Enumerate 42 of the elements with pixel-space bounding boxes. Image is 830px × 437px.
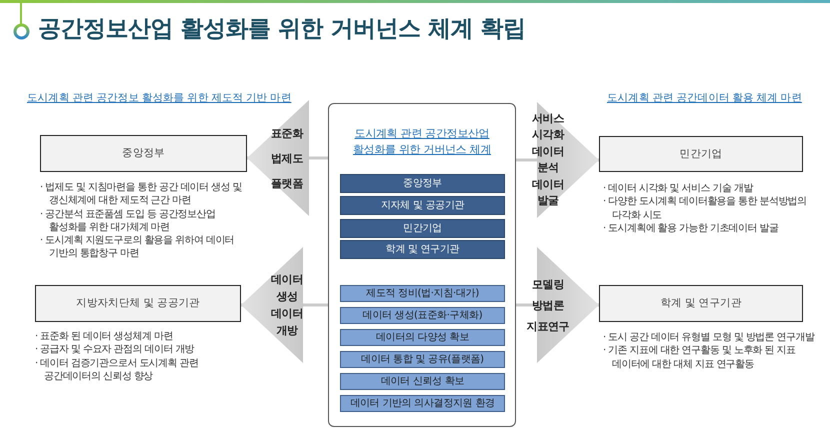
org-card — [40, 135, 247, 172]
edge-label: 모델링 방법론 지표연구 — [526, 276, 570, 334]
strategy-item: 데이터 통합 및 공유(플랫폼) — [340, 351, 505, 368]
chevron-arrow — [247, 100, 328, 216]
bullet-text: · 도시계획에 활용 가능한 기초데이터 발굴 — [603, 222, 780, 236]
org-name: 학계 및 연구기관 — [660, 297, 742, 310]
strategy-item: 제도적 정비(법·지침·대가) — [340, 285, 505, 302]
org-card — [599, 136, 803, 172]
org-card — [35, 285, 241, 322]
section-heading: 도시계획 관련 공간데이터 활용 체계 마련 — [607, 91, 802, 105]
edge-label: 데이터 생성 데이터 개방 — [270, 272, 304, 339]
stakeholder-item: 지자체 및 공공기관 — [340, 196, 505, 215]
page-title: 공간정보산업 활성화를 위한 거버넌스 체계 확립 — [38, 15, 526, 44]
bullet-text: · 데이터 시각화 및 서비스 기술 개발 — [603, 182, 754, 196]
org-name: 지방자치단체 및 공공기관 — [76, 297, 200, 310]
bullet-text: · 공간분석 표준품셈 도입 등 공간정보산업 활성화를 위한 대가체계 마련 — [40, 208, 216, 234]
strategy-item: 데이터 신뢰성 확보 — [340, 373, 505, 390]
stakeholder-item: 학계 및 연구기관 — [340, 240, 505, 259]
governance-panel — [328, 103, 516, 427]
org-name: 중앙정부 — [122, 147, 165, 160]
bullet-text: · 법제도 및 지침마련을 통한 공간 데이터 생성 및 갱신체계에 대한 제도적 근간 마련 — [40, 181, 243, 208]
chevron-arrow — [516, 247, 599, 363]
bullet-text: · 다양한 도시계획 데이터활용을 통한 분석방법의 다각화 시도 — [603, 195, 808, 222]
bullet-text: · 도시 공간 데이터 유형별 모형 및 방법론 연구개발 — [603, 331, 816, 344]
bullet-text: · 표준화 된 데이터 생성체계 마련 — [35, 330, 174, 344]
chevron-arrow — [516, 102, 599, 218]
chevron-arrow — [241, 247, 328, 363]
bullet-text: · 공급자 및 수요자 관점의 데이터 개방 — [35, 343, 196, 357]
strategy-item: 데이터 생성(표준화·구체화) — [340, 307, 505, 324]
org-name: 민간기업 — [680, 148, 722, 160]
bullet-text: · 도시계획 지원도구로의 활용을 위하여 데이터 기반의 통합창구 마련 — [40, 234, 236, 261]
panel-heading: 도시계획 관련 공간정보산업 활성화를 위한 거버넌스 체계 — [352, 126, 492, 158]
bullet-text: · 기존 지표에 대한 연구활동 및 노후화 된 지표 데이터에 대한 대체 지표 연구활동 — [603, 344, 796, 371]
edge-label: 서비스 시각화 데이터 분석 데이터 발굴 — [530, 110, 566, 209]
edge-label: 표준화 법제도 플랫폼 — [270, 126, 304, 192]
strategy-item: 데이터 기반의 의사결정지원 환경 — [340, 395, 505, 412]
stakeholder-item: 중앙정부 — [340, 174, 505, 193]
org-card — [599, 285, 803, 322]
strategy-item: 데이터의 다양성 확보 — [340, 329, 505, 346]
section-heading: 도시계획 관련 공간정보 활성화를 위한 제도적 기반 마련 — [27, 91, 292, 105]
bullet-text: · 데이터 검증기관으로서 도시계획 관련 공간데이터의 신뢰성 향상 — [35, 356, 200, 384]
stakeholder-item: 민간기업 — [340, 219, 505, 238]
